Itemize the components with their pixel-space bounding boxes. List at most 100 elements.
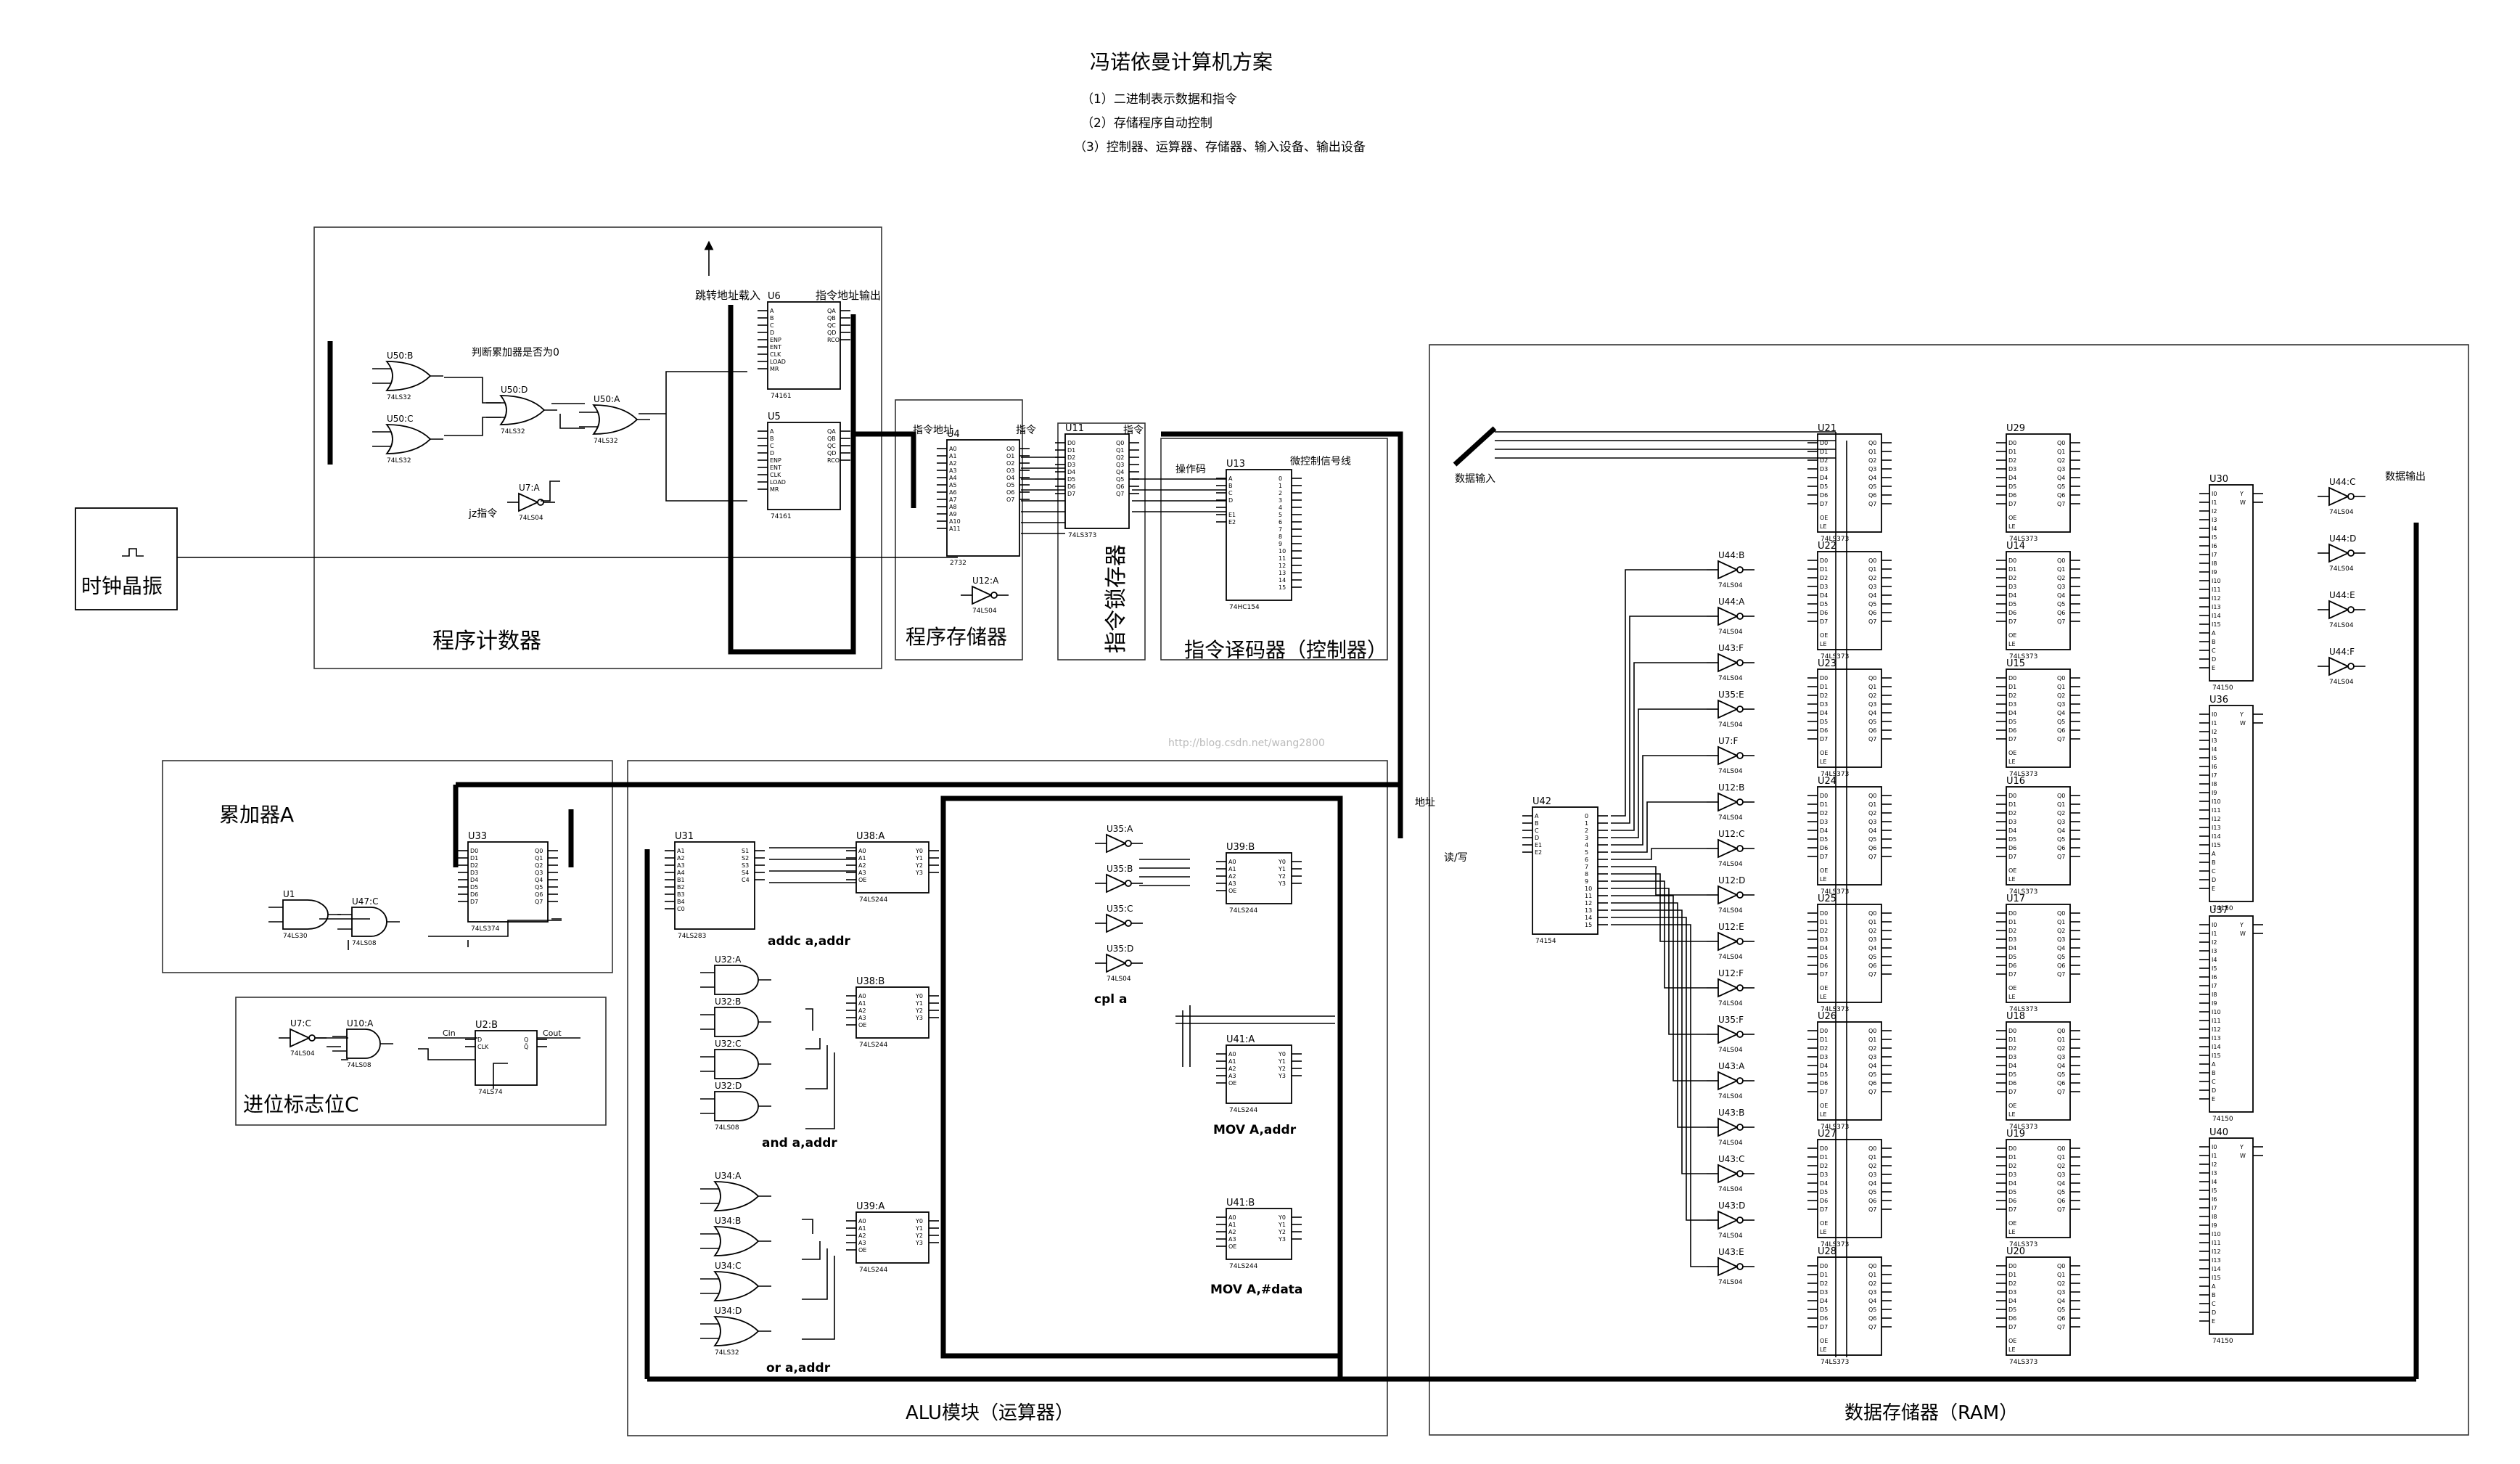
pin-name: D5: [2008, 719, 2016, 725]
chip-part: 74154: [1535, 938, 1556, 945]
latch-u33: U3374LS374D0D1D2D3D4D5D6D7Q0Q1Q2Q3Q4Q5Q6…: [458, 831, 558, 933]
pin-name: D0: [1820, 1028, 1828, 1034]
chip-ref: U41:A: [1226, 1034, 1255, 1045]
pin-name: D2: [1820, 457, 1828, 464]
pin-name: D3: [1820, 466, 1828, 473]
gate-part: 74LS04: [1718, 629, 1743, 636]
not-bubble: [1736, 1124, 1744, 1131]
gate-ref: U44:F: [2329, 647, 2355, 657]
chip-part: 74LS373: [1821, 1006, 1849, 1013]
gate-ref: U44:E: [2329, 590, 2355, 600]
chip-body: [855, 1211, 929, 1264]
pin-name: Q6: [2057, 1080, 2065, 1087]
gate-ref: U35:E: [1718, 690, 1744, 700]
ram-muxes: U3074150I0I1I2I3I4I5I6I7I8I9I10I11I12I13…: [2199, 474, 2263, 1345]
pin-name: Q5: [2057, 719, 2065, 725]
pin-name: D5: [2008, 954, 2016, 960]
ram-decoder-wire: [1611, 873, 1707, 942]
or-gate-shape: [713, 1316, 760, 1346]
pin-name: OE: [858, 1022, 866, 1029]
pin-name: D1: [1820, 1154, 1828, 1161]
gate-ref: U35:B: [1107, 864, 1133, 874]
pin-name: I15: [2212, 1275, 2221, 1281]
gate-part: 74LS04: [1718, 1047, 1743, 1054]
chip-part: 74LS373: [1821, 653, 1849, 661]
pin-name: A1: [949, 453, 957, 459]
gate-ref: U43:F: [1718, 643, 1744, 653]
pin-name: Q2: [1116, 454, 1124, 461]
gate-ref: U1: [283, 889, 295, 899]
and-gate-shape: [346, 1029, 381, 1059]
pin-name: LE: [1820, 758, 1827, 765]
pin-name: E1: [1535, 842, 1542, 848]
pin-name: OE: [1228, 888, 1236, 894]
gate-ref: U50:B: [387, 351, 413, 361]
pin-name: I13: [2212, 825, 2221, 831]
pin-name: QB: [827, 435, 836, 442]
gate-ref: U43:C: [1718, 1154, 1744, 1164]
pin-name: Q0: [535, 848, 543, 854]
pin-name: Q3: [2057, 1289, 2065, 1296]
pin-name: D4: [1820, 475, 1828, 481]
pin-name: Y1: [1278, 1222, 1286, 1228]
pin-name: C4: [742, 877, 750, 883]
chip-part: 74LS373: [1821, 771, 1849, 778]
pin-name: D3: [1820, 936, 1828, 943]
pin-name: Q1: [1116, 447, 1124, 454]
chip-body: [2006, 433, 2071, 533]
pin-name: Q3: [1868, 584, 1876, 590]
pin-name: O1: [1006, 453, 1014, 459]
pin-name: I9: [2212, 1000, 2217, 1007]
pin-name: A2: [949, 460, 957, 467]
pin-name: D0: [1820, 1263, 1828, 1269]
pin-name: Q5: [2057, 836, 2065, 843]
pin-name: D1: [1067, 447, 1075, 454]
chip-part: 74LS373: [1821, 536, 1849, 543]
pin-name: I9: [2212, 569, 2217, 576]
prog-mem-frame: [895, 399, 1023, 661]
pin-name: LE: [1820, 994, 1827, 1000]
pin-name: D7: [1820, 618, 1828, 625]
gate-ref: U12:D: [1718, 875, 1745, 886]
and-gate-shape: [714, 965, 759, 995]
pin-name: 5: [1585, 849, 1588, 856]
pin-name: Q7: [2057, 854, 2065, 860]
chip-part: 74LS373: [1068, 532, 1096, 539]
pin-name: A0: [1228, 859, 1236, 865]
pin-name: A: [2212, 1061, 2216, 1068]
pin-name: D: [2212, 877, 2216, 883]
pin-name: Y0: [915, 1218, 923, 1224]
pin-name: Q3: [1868, 701, 1876, 708]
pin-name: 3: [1585, 835, 1588, 841]
pc-module-label: 程序计数器: [432, 629, 541, 654]
pin-name: D3: [2008, 819, 2016, 825]
pin-name: D0: [2008, 793, 2016, 799]
cin-label: Cin: [443, 1029, 456, 1038]
pin-name: I15: [2212, 842, 2221, 848]
chip-body: [2209, 1137, 2254, 1335]
pin-name: D7: [2008, 736, 2016, 743]
pin-name: OE: [2008, 632, 2016, 639]
pin-name: D4: [2008, 945, 2016, 952]
pin-name: LE: [1820, 1346, 1827, 1353]
pin-name: D: [770, 450, 774, 457]
pin-name: D1: [2008, 1272, 2016, 1278]
ram-latches: U2174LS373D0D1D2D3D4D5D6D7Q0Q1Q2Q3Q4Q5Q6…: [1807, 423, 2080, 1366]
pin-name: 12: [1585, 900, 1592, 907]
pin-name: CLK: [770, 472, 781, 478]
rw-label: 读/写: [1444, 851, 1468, 864]
pin-name: O6: [1006, 489, 1014, 496]
pin-name: A: [1228, 475, 1233, 482]
pin-name: I14: [2212, 1266, 2221, 1272]
pin-name: D4: [2008, 1180, 2016, 1187]
pin-name: I1: [2212, 720, 2217, 727]
pin-name: I4: [2212, 957, 2217, 963]
pin-name: Q7: [1868, 736, 1876, 743]
pin-name: I0: [2212, 491, 2217, 497]
pin-name: D4: [1820, 1063, 1828, 1069]
chip-ref: U39:A: [856, 1201, 885, 1212]
pin-name: Q2: [2057, 692, 2065, 699]
